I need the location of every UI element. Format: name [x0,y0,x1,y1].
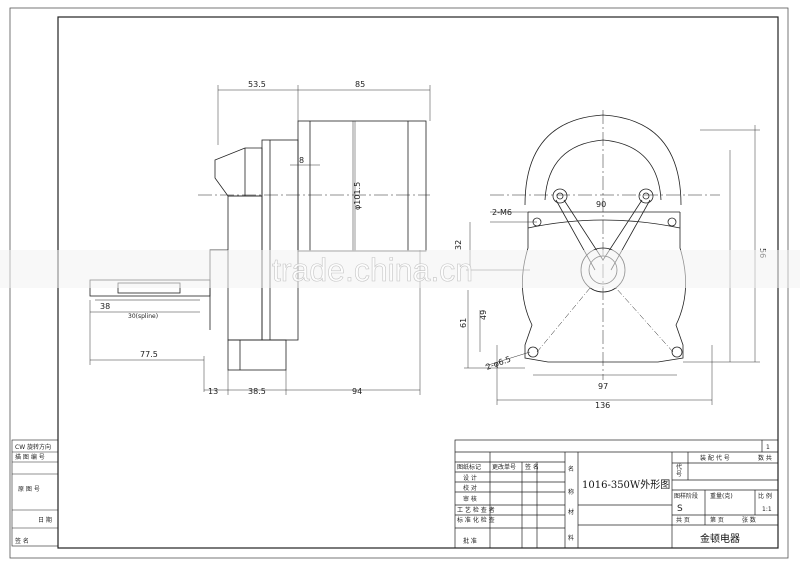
name-char-2: 称 [568,488,574,496]
side-label-date: 日 期 [38,516,52,524]
sheets-header: 数 共 [758,454,772,462]
company-name: 金顿电器 [700,532,740,545]
col-label-signature: 签 名 [525,463,539,471]
side-label-rotation: CW 旋转方向 [15,443,51,451]
material-char-2: 料 [568,534,574,542]
side-label-trace-no: 描 图 编 号 [15,453,45,461]
dim-2-phi-6-5: 2-φ6.5 [485,355,512,372]
dim-90: 90 [596,200,606,209]
side-view-dimension-labels: 53.5 85 8 φ101.5 38 30(spline) 77.5 13 3… [100,80,365,396]
dim-shaft-spline: 30(spline) [128,313,158,320]
dim-49: 49 [479,310,488,320]
dim-32: 32 [454,240,463,250]
weight-label: 重量(克) [710,492,733,500]
role-standard: 标 准 化 检 查 [457,516,495,524]
drawing-title: 1016-350W外形图 [582,479,670,491]
dim-94: 94 [352,387,362,396]
stage-label: 图样阶段 [674,492,698,500]
dim-85: 85 [355,80,365,89]
dim-101-5: φ101.5 [353,182,362,210]
watermark: trade.china.cn [0,250,800,288]
sheet-current: 第 页 [710,516,724,524]
sheet-total: 共 页 [676,516,690,524]
role-design: 设 计 [463,474,477,482]
material-char-1: 材 [568,508,574,516]
side-label-original-no: 原 图 号 [18,486,40,493]
scale-label: 比 例 [758,492,772,500]
col-label-change-no: 更改单号 [492,463,516,471]
dim-61: 61 [459,318,468,328]
dim-2-m6: 2-M6 [492,208,512,217]
front-view-dimension-labels: 2-M6 90 56 32 61 49 2-φ6.5 97 136 [454,200,767,410]
col-label-mark: 图纸标记 [457,463,481,471]
dim-38-5: 38.5 [248,387,266,396]
code-char-2: 号 [676,471,682,478]
role-check: 校 对 [463,484,477,492]
dim-136: 136 [595,401,610,410]
name-char-1: 名 [568,465,574,473]
title-block [454,439,779,549]
assembly-code-header: 装 配 代 号 [700,454,730,462]
side-label-column [11,439,59,547]
front-view-dimensions [464,125,760,405]
dim-53-5: 53.5 [248,80,266,89]
dim-77-5: 77.5 [140,350,158,359]
sheet-count: 张 数 [742,516,756,524]
role-review: 审 核 [463,495,477,503]
dim-38: 38 [100,302,110,311]
front-view [490,110,720,380]
code-char-1: 代 [676,463,682,471]
side-label-signature: 签 名 [15,537,29,545]
scale-value: 1:1 [762,506,772,513]
watermark-text: trade.china.cn [272,252,473,288]
dim-8: 8 [299,156,304,165]
side-view [89,120,430,371]
role-process: 工 艺 检 查 者 [457,506,495,514]
dim-13: 13 [208,387,218,396]
side-view-dimensions [89,85,431,395]
sheet-number: 1 [766,444,770,451]
role-approve: 批 准 [463,537,477,545]
dim-97: 97 [598,382,608,391]
stage-mark: S [677,504,683,514]
